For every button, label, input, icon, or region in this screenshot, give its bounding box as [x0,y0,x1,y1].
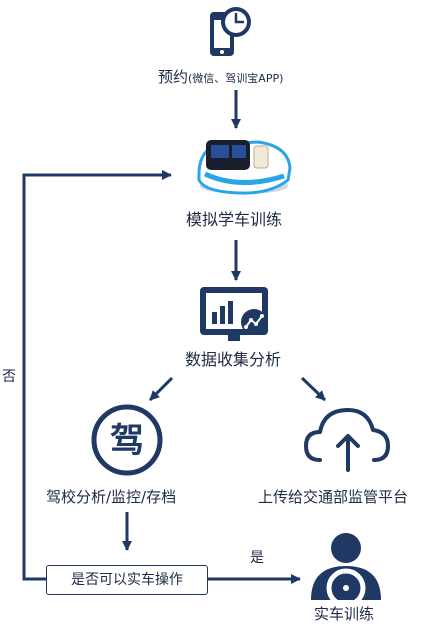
driver-steering-wheel-icon [311,533,381,608]
decision-box: 是否可以实车操作 [46,565,208,595]
arrow-data-to-school [148,376,174,402]
cloud-upload-icon [304,408,390,472]
jia-seal-icon: 驾 [91,404,163,476]
booking-sublabel: (微信、驾训宝APP) [188,72,284,85]
driving-simulator-image [197,140,292,195]
yes-edge-label: 是 [250,550,264,566]
upload-label: 上传给交通部监管平台 [258,488,409,506]
booking-label: 预约(微信、驾训宝APP) [158,68,284,86]
data-collection-label: 数据收集分析 [185,350,282,369]
real-training-label: 实车训练 [314,605,375,623]
simulator-label: 模拟学车训练 [186,210,283,229]
school-analysis-label: 驾校分析/监控/存档 [46,488,177,506]
svg-text:驾: 驾 [110,421,144,461]
arrow-data-to-upload [300,376,327,402]
no-edge-label: 否 [2,369,16,385]
monitor-analytics-icon [200,287,268,341]
phone-clock-icon [210,7,251,56]
arrow-decision-no-loop [22,170,172,581]
